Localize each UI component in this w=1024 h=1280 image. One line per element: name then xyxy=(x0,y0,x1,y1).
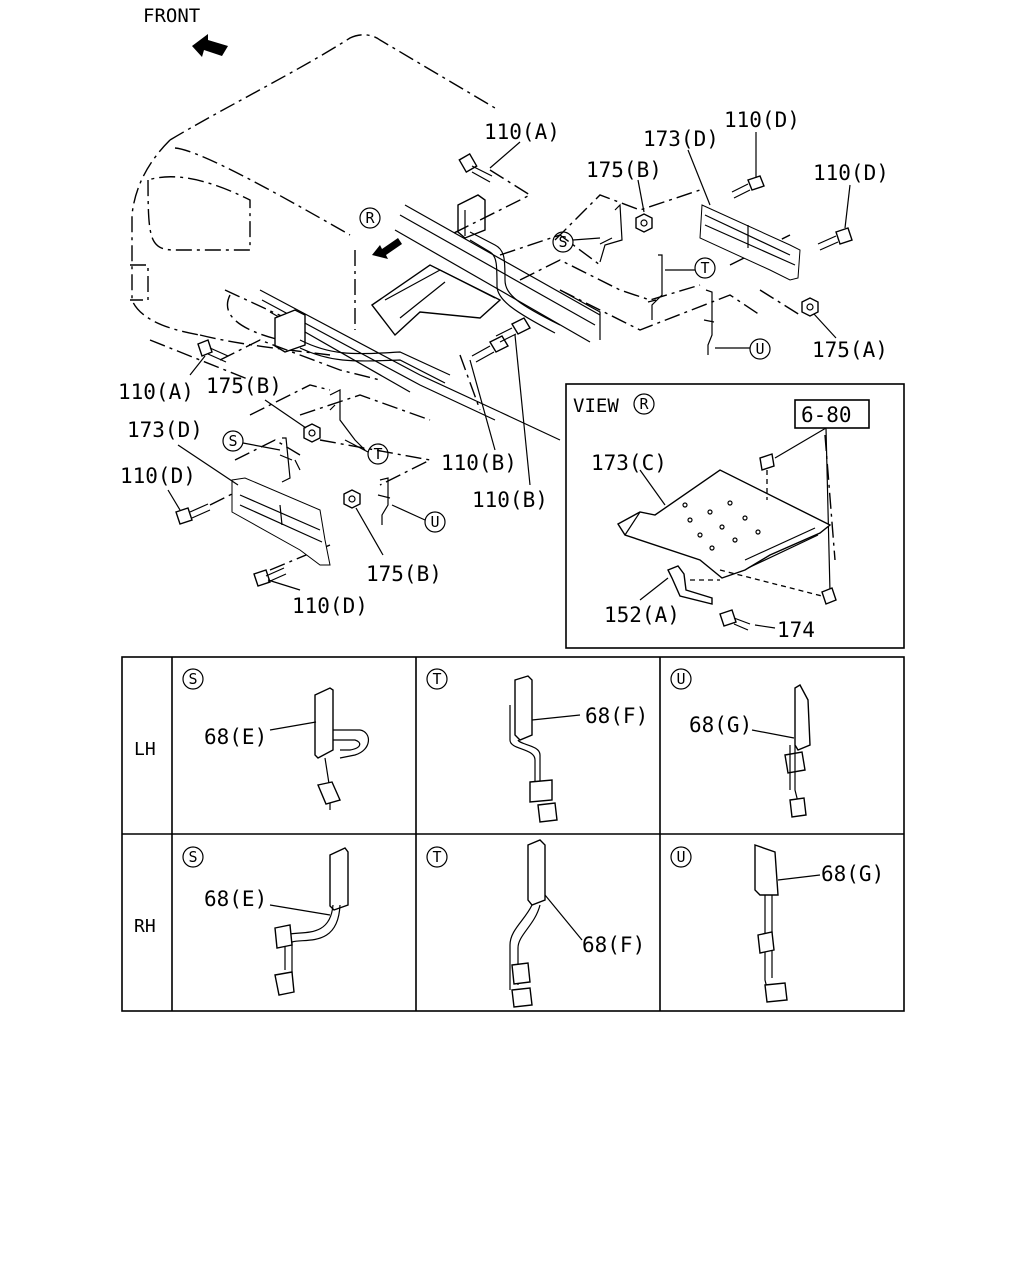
bolt-110d-right xyxy=(817,227,853,251)
svg-text:T: T xyxy=(700,259,709,277)
plate-173d-left xyxy=(231,477,331,566)
bracket-t-left xyxy=(329,389,366,451)
callout-173c: 173(C) xyxy=(591,451,667,475)
screw-top xyxy=(759,453,775,500)
cell-lh-t-marker: T xyxy=(432,670,441,688)
nut-175b-top xyxy=(635,213,653,233)
cell-lh-s-marker: S xyxy=(188,670,197,688)
cell-rh-u-part: 68(G) xyxy=(821,862,884,886)
bracket-152a xyxy=(667,565,713,605)
parts-right-group: S T U xyxy=(458,152,853,363)
cell-rh-u: U 68(G) xyxy=(670,844,884,1003)
callout-leaders xyxy=(167,132,851,591)
svg-text:R: R xyxy=(639,395,649,413)
cell-lh-s-part: 68(E) xyxy=(204,725,267,749)
ref-u-left xyxy=(424,511,446,533)
svg-text:T: T xyxy=(373,445,382,463)
cell-lh-s: S 68(E) xyxy=(182,668,369,810)
callout-110d-bottom: 110(D) xyxy=(292,594,368,618)
svg-text:U: U xyxy=(430,513,439,531)
nut-175a xyxy=(801,297,819,317)
view-title-marker xyxy=(633,393,655,415)
cell-rh-s-marker: S xyxy=(188,848,197,866)
plate-173d-top xyxy=(699,204,801,281)
bracket-t-top xyxy=(647,254,663,320)
bracket-u-left xyxy=(377,477,391,525)
chassis-frame xyxy=(259,194,601,441)
callout-152a: 152(A) xyxy=(604,603,680,627)
cell-rh-u-marker: U xyxy=(676,848,685,866)
view-r-inset: VIEW R 6-80 xyxy=(565,383,905,649)
cell-rh-t-marker: T xyxy=(432,848,441,866)
bracket-s-top xyxy=(599,203,623,263)
view-r-arrow-icon xyxy=(372,238,402,259)
parts-left-group: S T U xyxy=(175,339,446,587)
svg-text:U: U xyxy=(755,340,764,358)
front-label: FRONT xyxy=(143,5,200,27)
callout-110b-2: 110(B) xyxy=(472,488,548,512)
callout-110d-right: 110(D) xyxy=(813,161,889,185)
callout-173d-top: 173(D) xyxy=(643,127,719,151)
ref-t-left xyxy=(367,443,389,465)
cell-lh-t-part: 68(F) xyxy=(585,704,648,728)
svg-text:S: S xyxy=(228,432,237,450)
callout-110d-left: 110(D) xyxy=(120,464,196,488)
bolt-110d-left xyxy=(175,503,211,525)
row-side-rh: RH xyxy=(134,916,156,937)
cell-lh-t: T 68(F) xyxy=(426,668,648,823)
bracket-s-left xyxy=(279,437,301,483)
callout-175b-top: 175(B) xyxy=(586,158,662,182)
bolt-110a-top xyxy=(458,152,493,183)
callout-174: 174 xyxy=(777,618,815,642)
callout-175b-bottom: 175(B) xyxy=(366,562,442,586)
bracket-variant-table: LH RH S 68(E) T 68(F) U xyxy=(121,656,905,1012)
svg-text:S: S xyxy=(558,233,567,251)
front-indicator: FRONT xyxy=(143,5,228,57)
view-r-marker-letter: R xyxy=(365,209,375,227)
bolt-110d-top xyxy=(731,175,765,199)
nut-175b-left xyxy=(303,423,321,443)
cell-rh-s: S 68(E) xyxy=(182,846,349,996)
bolts-110b xyxy=(471,317,531,363)
callout-110a-top: 110(A) xyxy=(484,120,560,144)
front-arrow-icon xyxy=(192,34,228,57)
cab-outline xyxy=(130,34,496,381)
bolt-110d-bottom xyxy=(253,567,287,587)
view-r-frame xyxy=(565,383,905,649)
callout-110d-top: 110(D) xyxy=(724,108,800,132)
ref-s-top xyxy=(552,231,574,253)
callout-175b-left: 175(B) xyxy=(206,374,282,398)
ref-u-top xyxy=(749,338,771,360)
view-r-marker xyxy=(359,207,381,229)
view-r-arrow: R xyxy=(359,207,402,259)
callout-110b-1: 110(B) xyxy=(441,451,517,475)
bolt-174 xyxy=(719,609,751,631)
cell-lh-u-marker: U xyxy=(676,670,685,688)
screw-right xyxy=(719,569,837,605)
bracket-u-top xyxy=(703,289,715,355)
row-side-lh: LH xyxy=(134,739,156,760)
cell-lh-u: U 68(G) xyxy=(670,668,811,818)
callout-labels: 110(A) 173(D) 110(D) 175(B) 110(D) 175(A… xyxy=(118,108,889,618)
bolt-110a-left xyxy=(197,339,229,363)
cell-lh-u-part: 68(G) xyxy=(689,713,752,737)
ref-t-top xyxy=(694,257,716,279)
cell-rh-t: T 68(F) xyxy=(426,839,645,1008)
view-title: VIEW xyxy=(573,395,619,417)
ref-box-label: 6-80 xyxy=(801,403,852,427)
plate-173c xyxy=(617,469,832,579)
cell-rh-s-part: 68(E) xyxy=(204,887,267,911)
callout-173d-left: 173(D) xyxy=(127,418,203,442)
nut-175b-bottom xyxy=(343,489,361,509)
callout-175a-right: 175(A) xyxy=(812,338,888,362)
callout-110a-left: 110(A) xyxy=(118,380,194,404)
cell-rh-t-part: 68(F) xyxy=(582,933,645,957)
ref-box xyxy=(794,399,870,429)
ref-s-left xyxy=(222,430,244,452)
